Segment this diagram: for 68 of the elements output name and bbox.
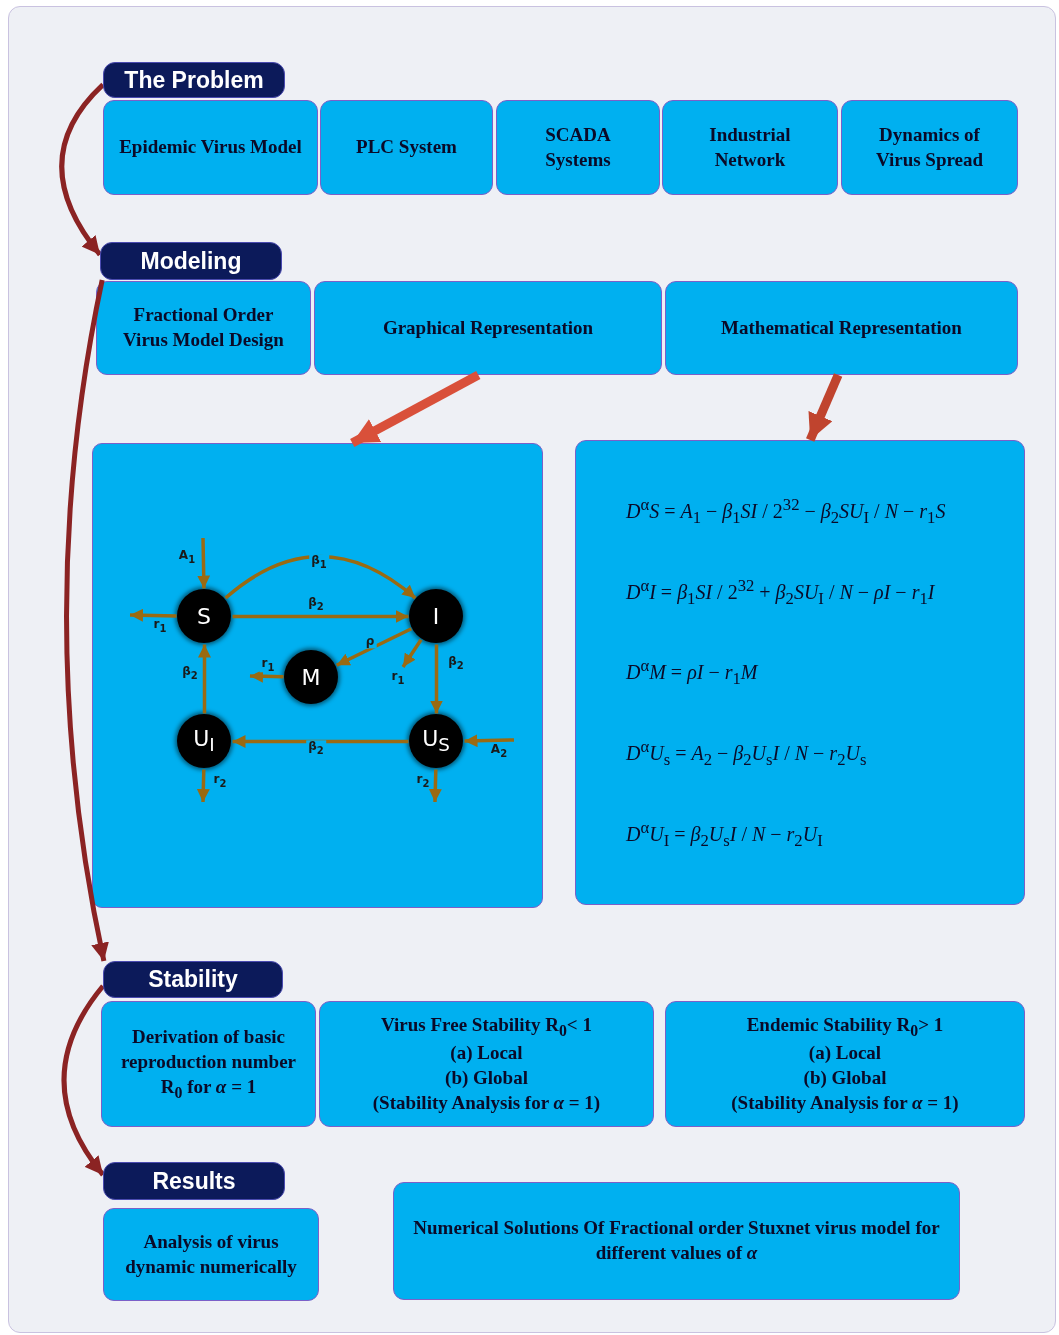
arrow	[129, 608, 177, 622]
edge-label: β$_{2}$	[180, 665, 200, 681]
topic-box: Numerical Solutions Of Fractional order Stuxnet virus model for different values of α	[393, 1182, 960, 1300]
topic-box: Industrial Network	[662, 100, 838, 195]
arrow	[61, 984, 105, 1177]
topic-box: Analysis of virus dynamic numerically	[103, 1208, 319, 1301]
edge-label: r$_{2}$	[414, 773, 432, 789]
box-text: Endemic Stability R$_{0}$> 1	[746, 1012, 944, 1041]
arrow	[464, 734, 515, 748]
arrow	[197, 537, 211, 589]
topic-box: Fractional Order Virus Model Design	[96, 281, 311, 375]
arrow	[401, 638, 423, 668]
edge-label: r$_{1}$	[259, 657, 277, 673]
box-text: (b) Global	[803, 1065, 887, 1090]
topic-box: PLC System	[320, 100, 493, 195]
box-text: (Stability Analysis for α = 1)	[372, 1090, 601, 1115]
section-tag: Modeling	[100, 242, 282, 280]
box-text: (b) Global	[445, 1065, 528, 1090]
box-text: (a) Local	[808, 1041, 882, 1066]
equation: D$^{α}$U$_{s}$ = A$_{2}$ − β$_{2}$U$_{s}$I / N − r$_{2}$U$_{s}$	[626, 735, 867, 771]
arrow	[350, 371, 481, 447]
edge-label: A$_{1}$	[176, 549, 198, 565]
arrow	[196, 769, 210, 803]
arrow	[249, 669, 284, 683]
arrow	[428, 769, 442, 803]
topic-box: Dynamics of Virus Spread	[841, 100, 1018, 195]
equation: D$^{α}$S = A$_{1}$ − β$_{1}$SI / 2$^{32}$ − β$_{2}$SU$_{I}$ / N − r$_{1}$S	[626, 494, 946, 529]
box-text: (Stability Analysis for α = 1)	[731, 1090, 959, 1115]
compartment-circle: U$_{I}$	[177, 714, 231, 768]
arrow	[335, 627, 413, 667]
topic-box: SCADA Systems	[496, 100, 660, 195]
edge-label: β$_{2}$	[446, 655, 466, 671]
equations-panel	[575, 440, 1025, 905]
edge-label: β$_{2}$	[306, 740, 326, 756]
equation: D$^{α}$U$_{I}$ = β$_{2}$U$_{s}$I / N − r$_{2}$U$_{I}$	[626, 816, 823, 851]
compartment-circle: M	[284, 650, 338, 704]
arrow	[232, 610, 409, 623]
equation: D$^{α}$M = ρI − r$_{1}$M	[626, 655, 758, 690]
topic-box	[319, 1001, 654, 1127]
arrow	[806, 373, 843, 442]
arrow	[224, 554, 417, 600]
topic-box	[665, 1001, 1025, 1127]
edge-label: β$_{2}$	[306, 596, 326, 612]
box-text: (a) Local	[450, 1041, 523, 1066]
topic-box: Epidemic Virus Model	[103, 100, 318, 195]
edge-label: r$_{1}$	[389, 670, 407, 686]
edge-label: A$_{2}$	[488, 743, 510, 759]
compartment-circle: S	[177, 589, 231, 643]
arrow	[198, 644, 211, 714]
section-tag: Results	[103, 1162, 285, 1200]
box-text: Virus Free Stability R$_{0}$< 1	[381, 1012, 592, 1041]
arrow	[430, 644, 443, 714]
topic-box: Graphical Representation	[314, 281, 662, 375]
section-tag: The Problem	[103, 62, 285, 98]
compartment-circle: U$_{S}$	[409, 714, 463, 768]
arrow	[59, 82, 105, 257]
edge-label: r$_{2}$	[211, 773, 229, 789]
topic-box: Derivation of basic reproduction number R$_{0}$ for α = 1	[101, 1001, 316, 1127]
edge-label: β$_{1}$	[309, 554, 329, 570]
topic-box: Mathematical Representation	[665, 281, 1018, 375]
compartment-circle: I	[409, 589, 463, 643]
edge-label: r$_{1}$	[151, 618, 169, 634]
section-tag: Stability	[103, 961, 283, 998]
model-diagram-panel	[92, 443, 543, 908]
arrow	[232, 735, 409, 748]
equation: D$^{α}$I = β$_{1}$SI / 2$^{32}$ + β$_{2}$SU$_{I}$ / N − ρI − r$_{1}$I	[626, 574, 935, 610]
edge-label: ρ	[363, 635, 377, 649]
arrow	[64, 279, 110, 962]
